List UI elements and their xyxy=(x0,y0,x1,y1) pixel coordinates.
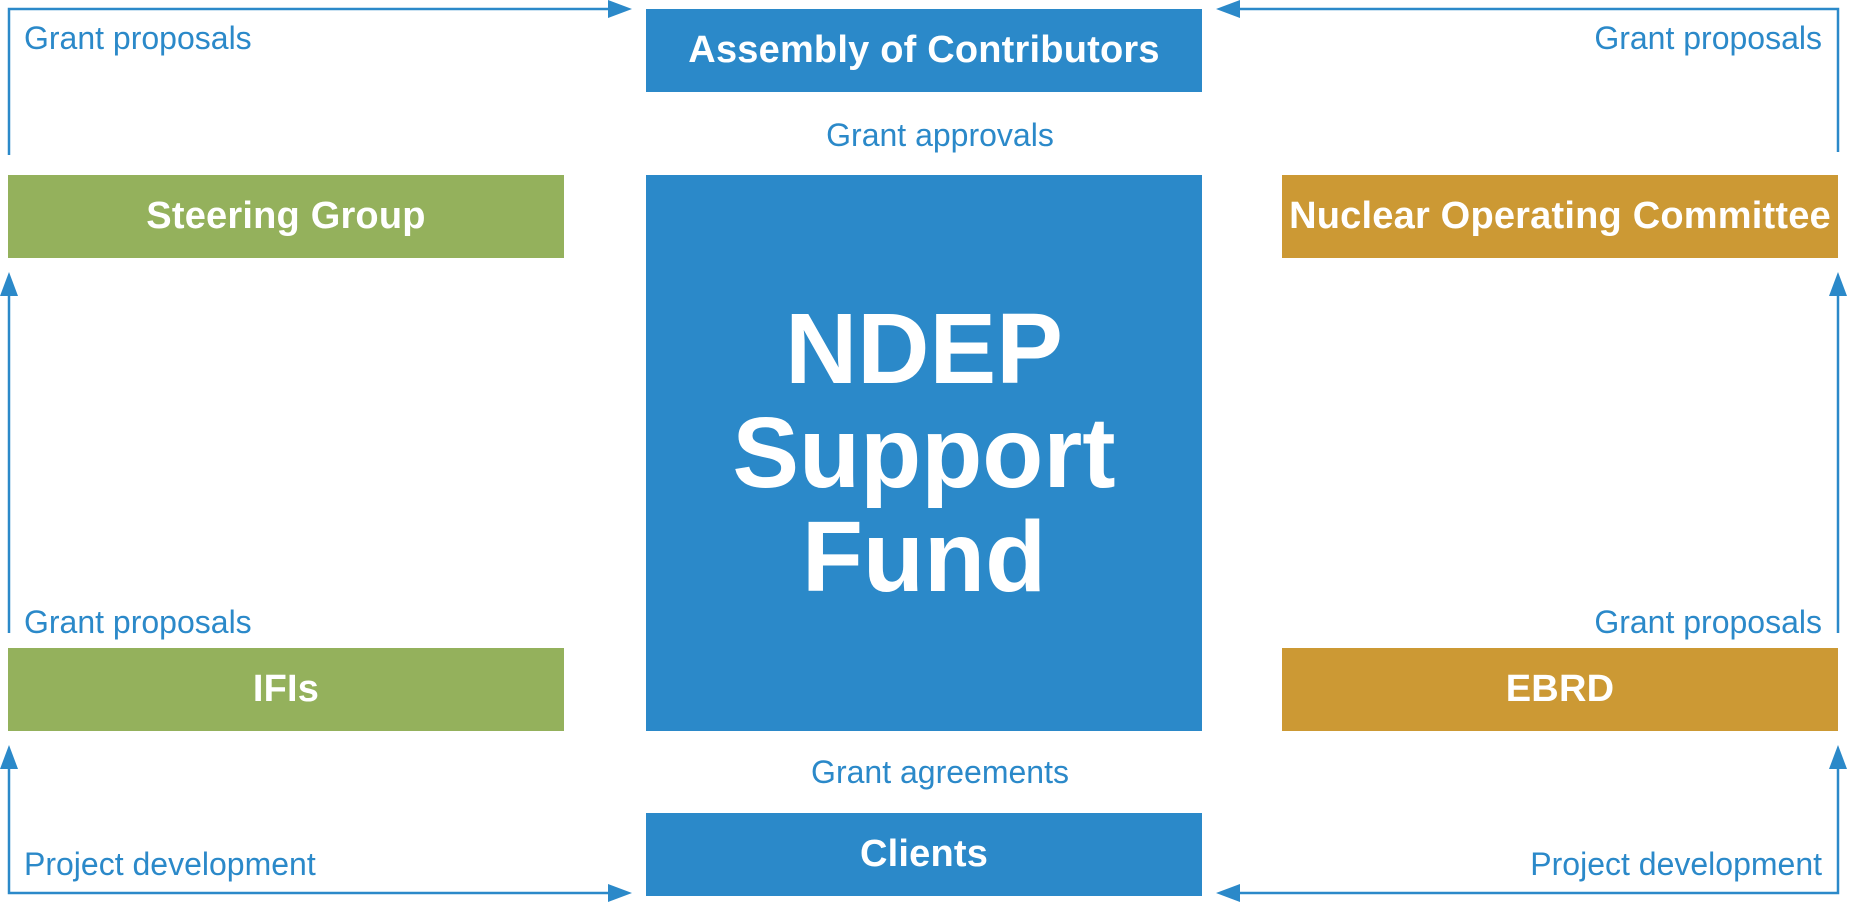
ifis-label: IFIs xyxy=(252,668,320,710)
clients-label: Clients xyxy=(859,833,989,875)
steering-label: Steering Group xyxy=(146,195,426,237)
clients-box: Clients xyxy=(646,813,1202,896)
assembly-label: Assembly of Contributors xyxy=(688,29,1160,71)
assembly-of-contributors-box: Assembly of Contributors xyxy=(646,9,1202,92)
arrowhead-right-top xyxy=(608,0,632,18)
arrowhead-up-right-mid xyxy=(1829,272,1847,296)
flow-label-bottom-left: Project development xyxy=(24,846,316,882)
flow-label-agreements: Grant agreements xyxy=(811,754,1069,790)
arrowhead-right-bottom xyxy=(608,884,632,902)
ebrd-label: EBRD xyxy=(1505,668,1615,710)
flow-label-mid-left: Grant proposals xyxy=(24,604,252,640)
arrow-steering-to-assembly xyxy=(7,7,620,155)
ndep-support-fund-box: NDEP Support Fund xyxy=(646,175,1202,731)
flow-label-top-right: Grant proposals xyxy=(1594,20,1822,56)
arrowhead-up-right-bottom xyxy=(1829,745,1847,769)
arrowhead-left-bottom xyxy=(1216,884,1240,902)
flow-label-top-left: Grant proposals xyxy=(24,20,252,56)
flow-label-mid-right: Grant proposals xyxy=(1594,604,1822,640)
ifis-box: IFIs xyxy=(8,648,564,731)
arrow-clients-to-ebrd xyxy=(1230,755,1840,895)
flow-label-bottom-right: Project development xyxy=(1530,846,1822,882)
arrowhead-up-left-bottom xyxy=(0,745,18,769)
noc-label: Nuclear Operating Committee xyxy=(1289,195,1831,237)
arrowhead-left-top xyxy=(1216,0,1240,18)
steering-group-box: Steering Group xyxy=(8,175,564,258)
nuclear-operating-committee-box: Nuclear Operating Committee xyxy=(1282,175,1838,258)
arrow-clients-to-ifis xyxy=(7,755,620,895)
arrowhead-up-left-mid xyxy=(0,272,18,296)
ebrd-box: EBRD xyxy=(1282,648,1838,731)
center-label: NDEP Support Fund xyxy=(732,293,1116,613)
arrow-noc-to-assembly xyxy=(1230,7,1840,152)
flow-label-approvals: Grant approvals xyxy=(826,117,1054,153)
